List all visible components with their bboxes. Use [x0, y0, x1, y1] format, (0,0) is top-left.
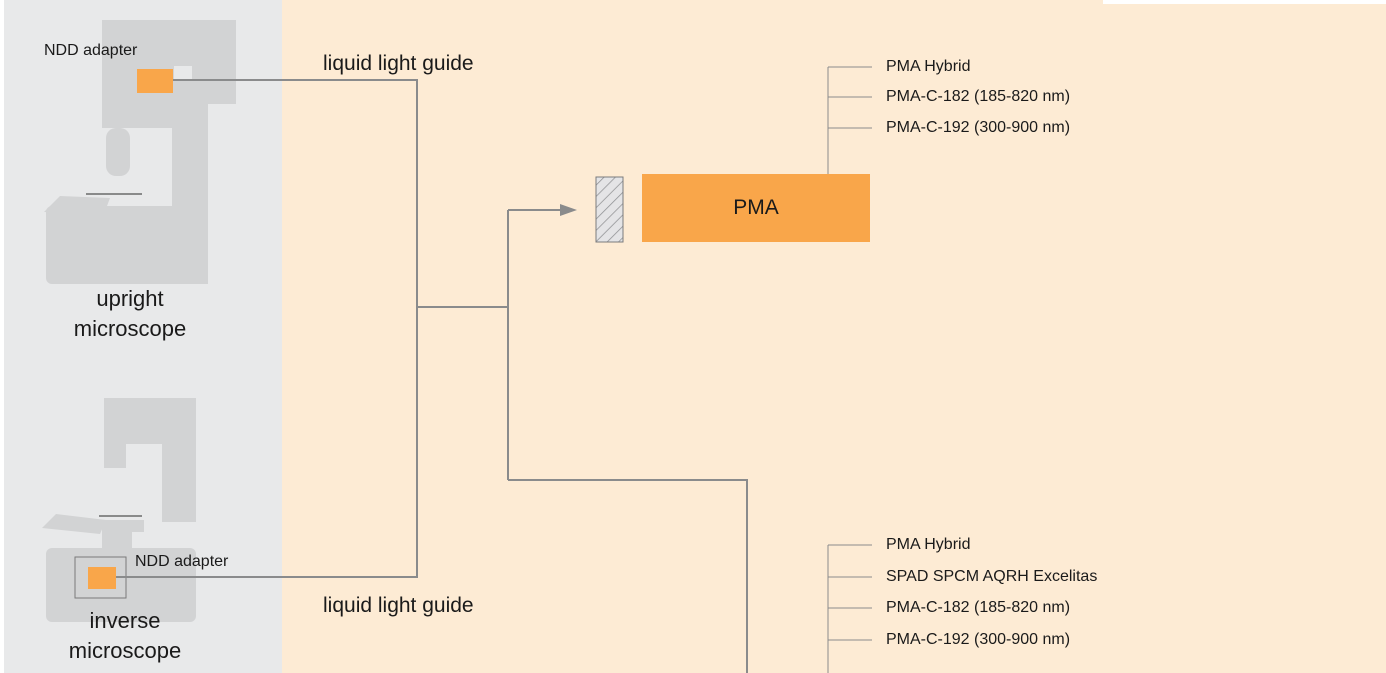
top-option-2: PMA-C-182 (185-820 nm) [886, 88, 1071, 105]
bottom-option-4: PMA-C-192 (300-900 nm) [886, 631, 1071, 648]
inverse-ndd-adapter [88, 567, 116, 589]
bottom-option-3: PMA-C-182 (185-820 nm) [886, 599, 1071, 616]
top-guide-label: liquid light guide [323, 52, 474, 75]
corner-white-patch [1103, 0, 1386, 4]
panel-border [0, 0, 4, 673]
bottom-option-2: SPAD SPCM AQRH Excelitas [886, 568, 1098, 585]
top-option-1: PMA Hybrid [886, 58, 971, 75]
upright-ndd-adapter-label: NDD adapter [44, 42, 138, 59]
upright-microscope-icon [44, 20, 236, 284]
upright-label-line1: upright [96, 286, 164, 311]
pma-label: PMA [733, 196, 779, 219]
top-option-3: PMA-C-192 (300-900 nm) [886, 119, 1071, 136]
liquid-light-guide-lines [116, 79, 748, 673]
inverse-label-line1: inverse [89, 608, 161, 633]
inverse-microscope-label: inverse microscope [50, 606, 200, 666]
upright-ndd-adapter [137, 69, 173, 93]
inverse-ndd-adapter-label: NDD adapter [135, 553, 229, 570]
inverse-label-line2: microscope [68, 638, 182, 663]
bottom-option-tree [827, 544, 872, 673]
bottom-guide-label: liquid light guide [323, 594, 474, 617]
arrow-head [560, 204, 577, 216]
top-option-tree [827, 66, 872, 174]
filter-block [595, 176, 624, 243]
inverse-microscope-icon [42, 398, 196, 622]
upright-label-line2: microscope [73, 316, 187, 341]
bottom-option-1: PMA Hybrid [886, 536, 971, 553]
pma-detector-box [642, 174, 870, 242]
upright-microscope-label: upright microscope [60, 284, 200, 344]
